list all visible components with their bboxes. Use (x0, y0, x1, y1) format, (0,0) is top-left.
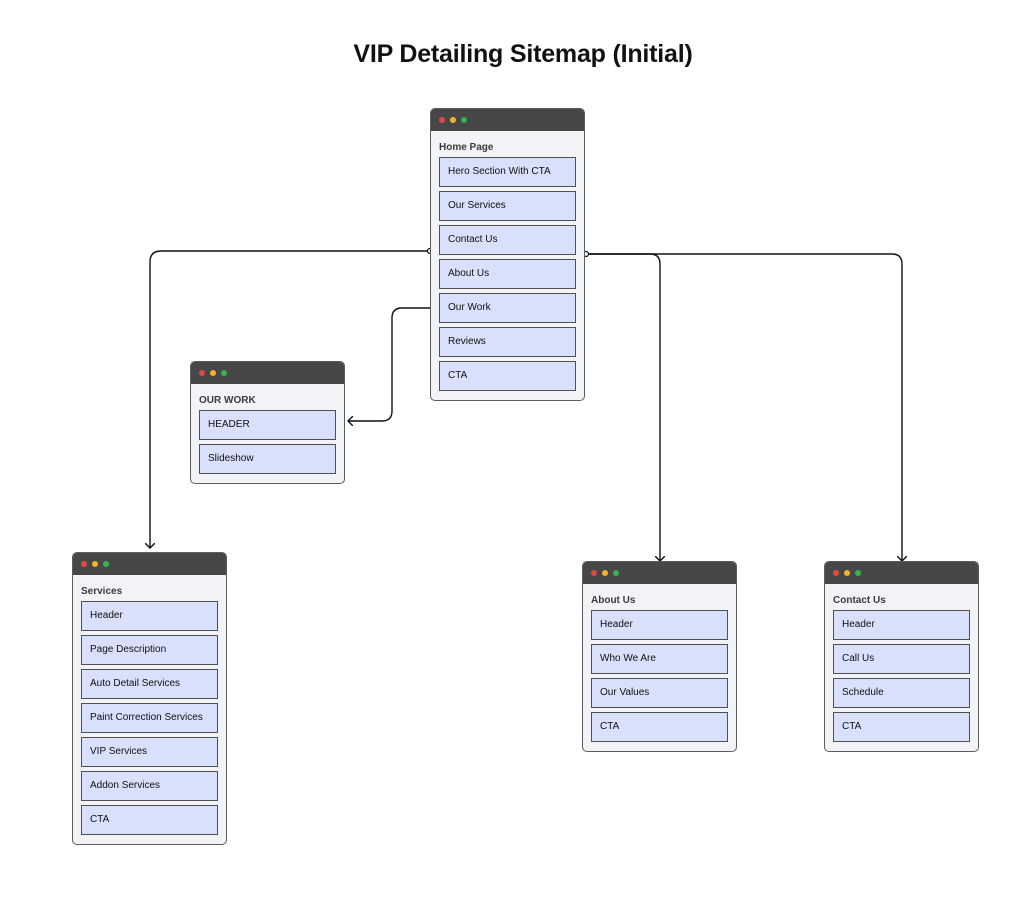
section-item: Page Description (81, 635, 218, 665)
section-item: Schedule (833, 678, 970, 708)
section-item: CTA (81, 805, 218, 835)
minimize-dot-icon (602, 570, 608, 576)
section-item: CTA (439, 361, 576, 391)
section-item: Our Values (591, 678, 728, 708)
section-item: Addon Services (81, 771, 218, 801)
section-item: Reviews (439, 327, 576, 357)
connector-home-to-contact (586, 253, 902, 561)
connector-ourwork-to-ourwork-page (348, 307, 438, 421)
minimize-dot-icon (844, 570, 850, 576)
minimize-dot-icon (210, 370, 216, 376)
card-label: Home Page (439, 142, 494, 153)
card-label: Services (81, 586, 123, 597)
section-item: Header (81, 601, 218, 631)
close-dot-icon (833, 570, 839, 576)
section-item: Slideshow (199, 444, 336, 474)
card-label: About Us (591, 595, 636, 606)
section-item: About Us (439, 259, 576, 289)
close-dot-icon (439, 117, 445, 123)
minimize-dot-icon (450, 117, 456, 123)
section-item: Header (591, 610, 728, 640)
section-item: Call Us (833, 644, 970, 674)
close-dot-icon (591, 570, 597, 576)
section-item: Hero Section With CTA (439, 157, 576, 187)
connector-home-to-about (586, 253, 660, 561)
section-item: Our Work (439, 293, 576, 323)
section-item: Who We Are (591, 644, 728, 674)
window-titlebar (583, 562, 736, 584)
section-item: Auto Detail Services (81, 669, 218, 699)
section-item: HEADER (199, 410, 336, 440)
page-card-contact-us: Contact Us Header Call Us Schedule CTA (824, 561, 979, 752)
maximize-dot-icon (855, 570, 861, 576)
maximize-dot-icon (221, 370, 227, 376)
maximize-dot-icon (613, 570, 619, 576)
window-titlebar (73, 553, 226, 575)
window-titlebar (825, 562, 978, 584)
close-dot-icon (81, 561, 87, 567)
page-card-services: Services Header Page Description Auto De… (72, 552, 227, 845)
card-label: Contact Us (833, 595, 886, 606)
close-dot-icon (199, 370, 205, 376)
card-label: OUR WORK (199, 395, 256, 406)
section-item: VIP Services (81, 737, 218, 767)
diagram-title: VIP Detailing Sitemap (Initial) (353, 40, 693, 68)
window-titlebar (191, 362, 344, 384)
page-card-about-us: About Us Header Who We Are Our Values CT… (582, 561, 737, 752)
section-item: CTA (591, 712, 728, 742)
window-titlebar (431, 109, 584, 131)
maximize-dot-icon (461, 117, 467, 123)
section-item: Our Services (439, 191, 576, 221)
minimize-dot-icon (92, 561, 98, 567)
section-item: Header (833, 610, 970, 640)
page-card-home: Home Page Hero Section With CTA Our Serv… (430, 108, 585, 401)
section-item: Contact Us (439, 225, 576, 255)
maximize-dot-icon (103, 561, 109, 567)
section-item: CTA (833, 712, 970, 742)
section-item: Paint Correction Services (81, 703, 218, 733)
page-card-our-work: OUR WORK HEADER Slideshow (190, 361, 345, 484)
